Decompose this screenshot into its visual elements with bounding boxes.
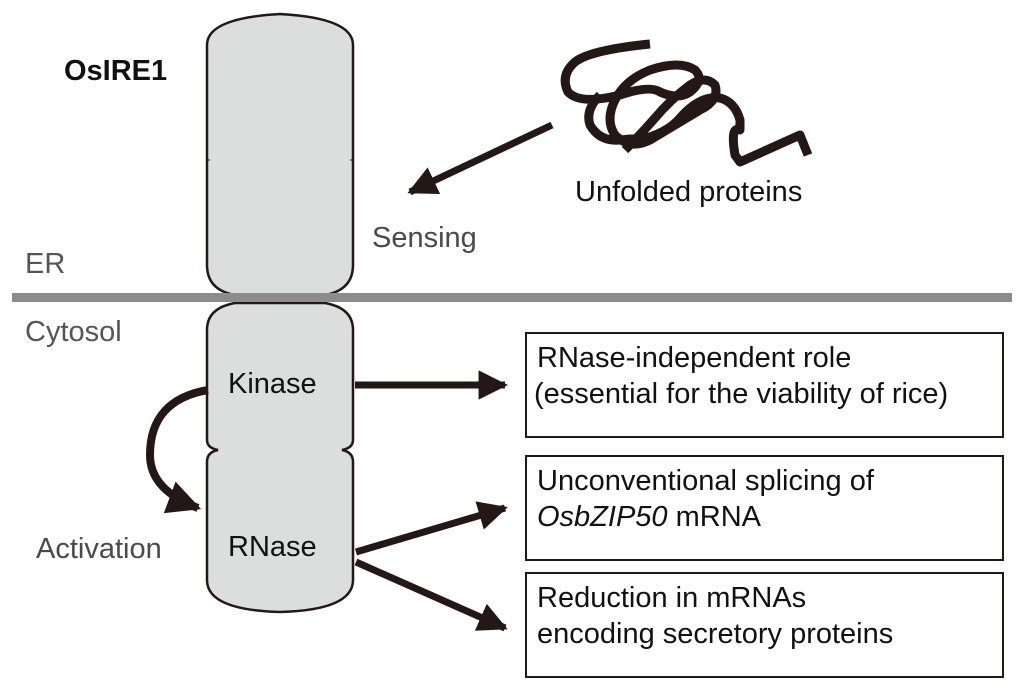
rnase-splicing-arrow: [355, 501, 508, 556]
osire1-luminal-domain: [205, 12, 355, 297]
outcome-box-splicing: Unconventional splicing of OsbZIP50 mRNA: [525, 455, 1004, 561]
outcome-box-reduction: Reduction in mRNAs encoding secretory pr…: [525, 572, 1004, 678]
kinase-domain-label: Kinase: [228, 368, 317, 400]
gene-name: OsbZIP50: [537, 501, 668, 533]
rnase-reduction-arrow: [354, 558, 508, 632]
outcome-line: Reduction in mRNAs: [537, 582, 807, 614]
sensing-label: Sensing: [372, 222, 477, 254]
outcome-line: OsbZIP50 mRNA: [537, 499, 1002, 535]
activation-arrow: [145, 386, 209, 514]
outcome-box-rnase-independent: RNase-independent role (essential for th…: [525, 332, 1004, 438]
unfolded-protein-icon: [560, 39, 813, 167]
er-label: ER: [25, 248, 66, 280]
unfolded-proteins-label: Unfolded proteins: [575, 176, 803, 208]
er-membrane: [12, 293, 1012, 302]
protein-name-label: OsIRE1: [64, 55, 168, 87]
outcome-line: RNase-independent role: [537, 342, 852, 374]
activation-label: Activation: [36, 533, 162, 565]
outcome-line: Unconventional splicing of: [537, 465, 874, 497]
outcome-line: encoding secretory proteins: [537, 618, 894, 650]
kinase-rnase-domain: [205, 301, 355, 614]
sensing-arrow: [407, 121, 554, 196]
gene-suffix: mRNA: [667, 501, 762, 533]
cytosol-label: Cytosol: [25, 316, 122, 348]
outcome-line: (essential for the viability of rice): [534, 378, 949, 410]
rnase-domain-label: RNase: [228, 531, 317, 563]
